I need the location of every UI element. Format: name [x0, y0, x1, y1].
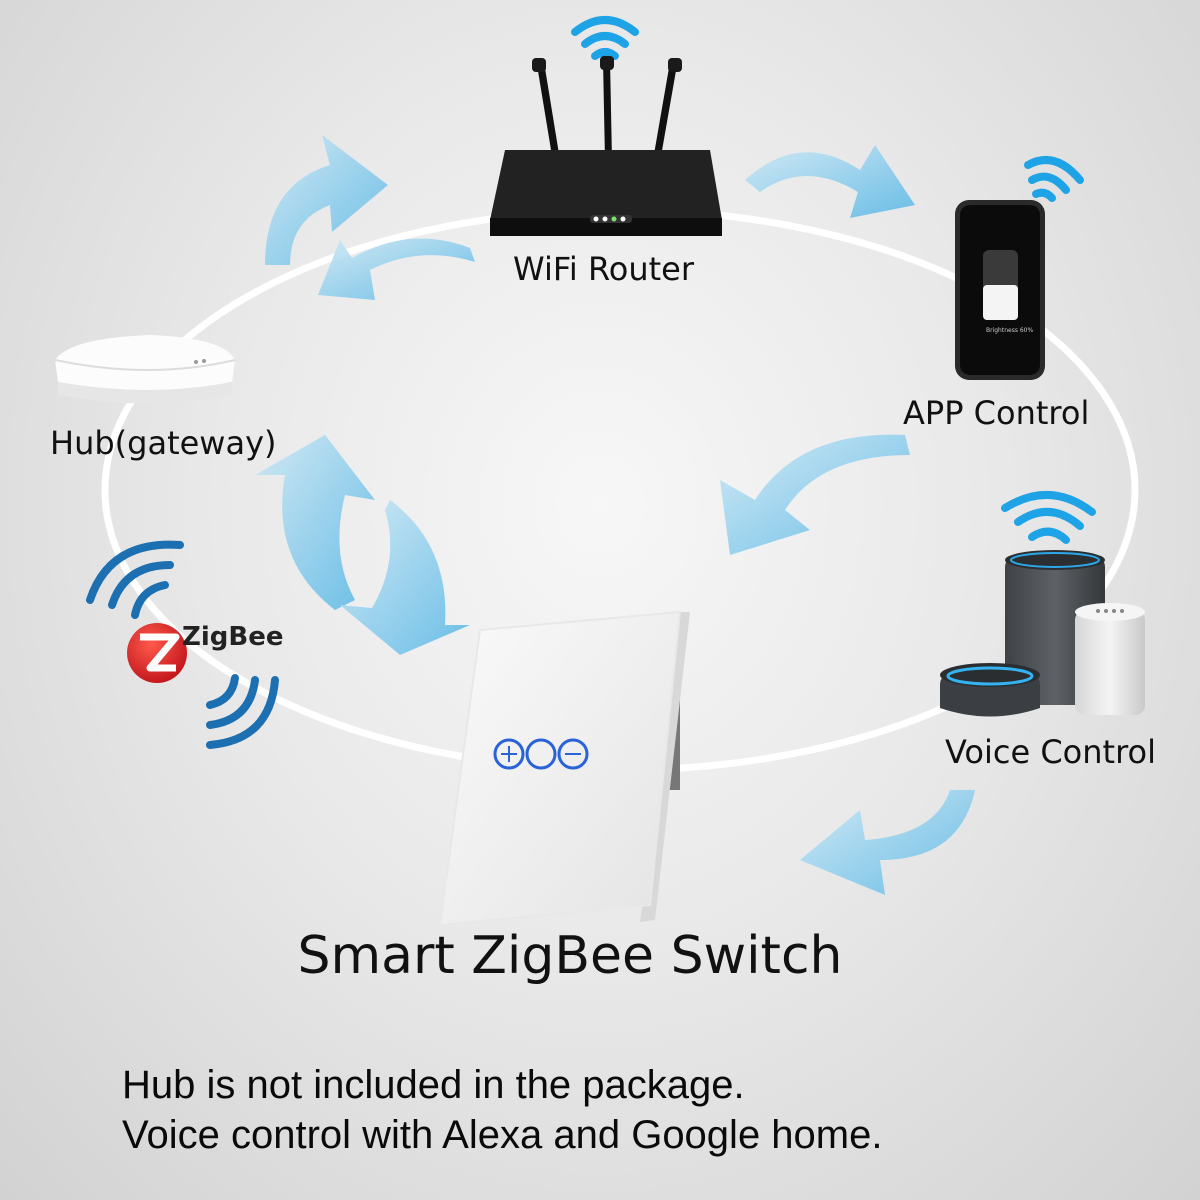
note-hub: Hub is not included in the package.: [122, 1063, 745, 1107]
router-icon: [490, 56, 722, 236]
product-title: Smart ZigBee Switch: [297, 926, 843, 986]
phone-icon: [955, 200, 1045, 380]
router-label: WiFi Router: [513, 250, 695, 288]
note-voice: Voice control with Alexa and Google home…: [122, 1113, 883, 1157]
touch-button-plus: [557, 738, 589, 770]
touch-button-power: [525, 738, 557, 770]
hub-label: Hub(gateway): [50, 424, 277, 462]
voice-control-label: Voice Control: [945, 733, 1156, 771]
arrow-icon: [255, 135, 975, 895]
touch-button-minus: [493, 738, 525, 770]
phone-brightness-text: Brightness 60%: [986, 327, 1034, 334]
wifi-icon: [571, 16, 639, 60]
speaker-icon: [1075, 603, 1145, 715]
zigbee-signal-icon: [86, 540, 279, 749]
app-control-label: APP Control: [903, 394, 1090, 432]
wifi-icon: [1024, 156, 1084, 202]
hub-icon: [54, 335, 236, 404]
speaker-icon: [940, 663, 1040, 717]
zigbee-label: ZigBee: [182, 622, 284, 652]
zigbee-logo: [127, 623, 187, 683]
wifi-icon: [1001, 491, 1096, 544]
notes: Hub is not included in the package. Voic…: [122, 1060, 882, 1160]
switch-icon: [438, 610, 690, 927]
